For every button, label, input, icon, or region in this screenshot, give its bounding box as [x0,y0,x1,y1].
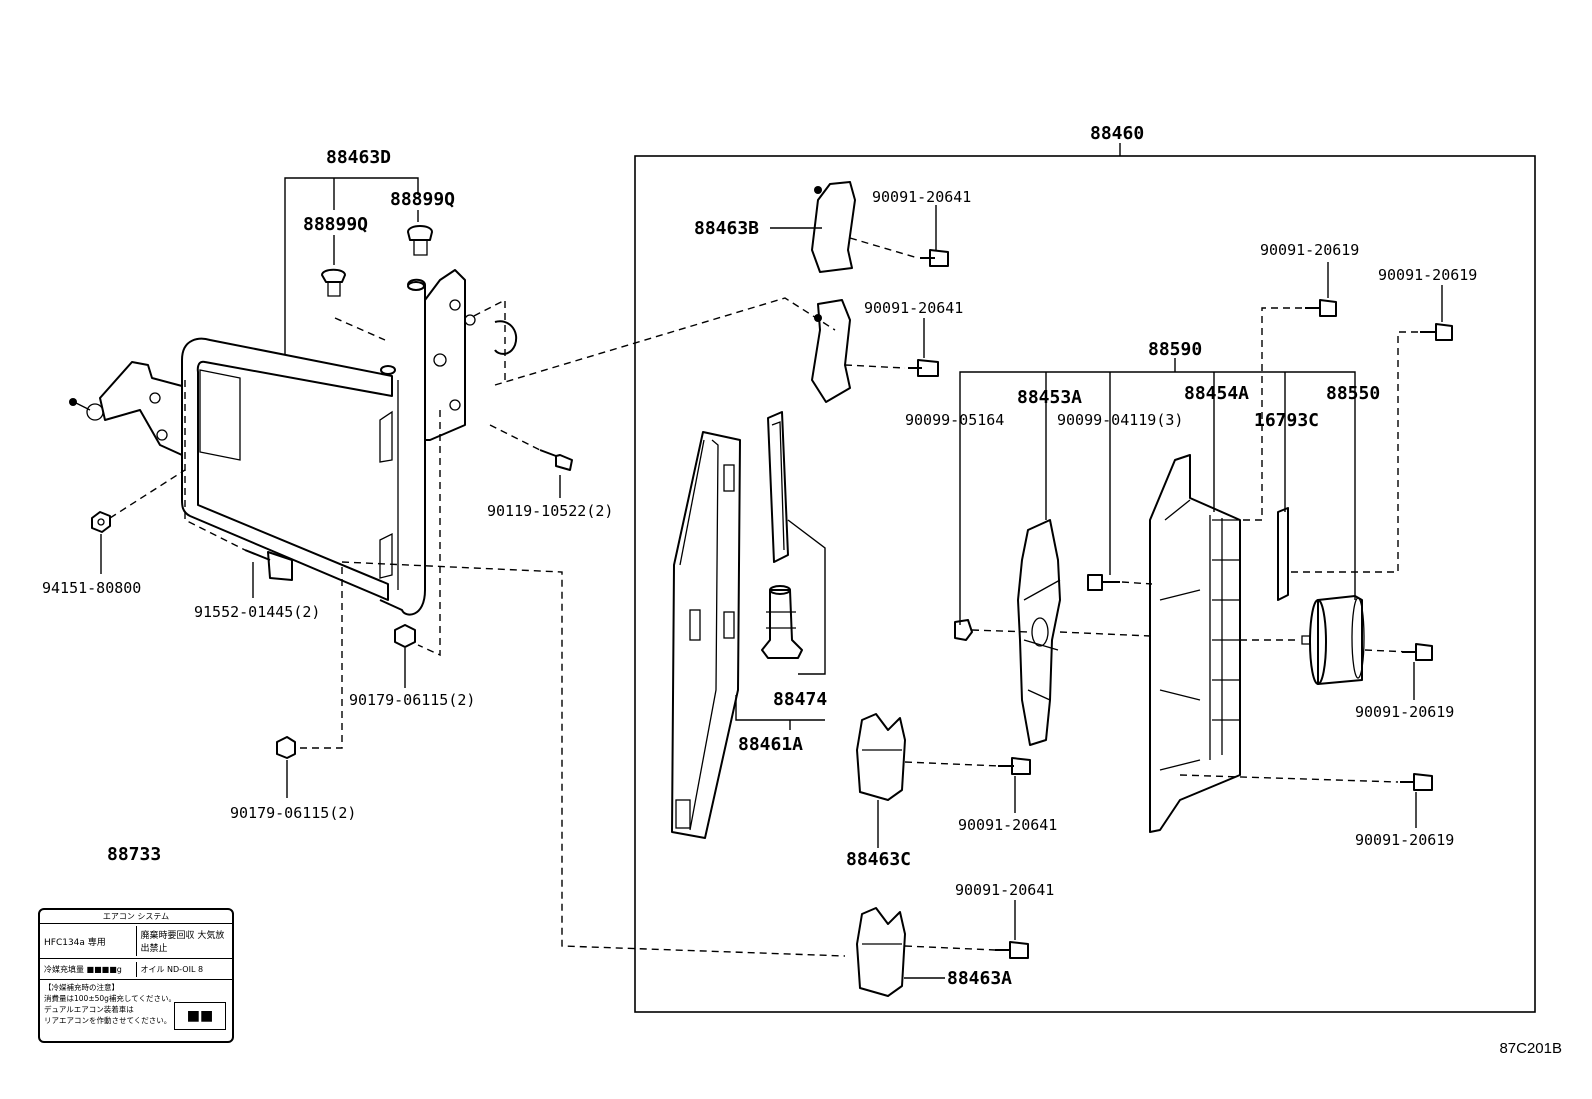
label-90091-20619-c[interactable]: 90091-20619 [1355,703,1454,721]
label-91552-01445[interactable]: 91552-01445(2) [194,603,320,621]
caution-label-88733: エアコン システム HFC134a 専用 廃棄時要回収 大気放出禁止 冷媒充填量… [38,908,234,1043]
bolt-90091-20641-d [995,941,1029,959]
seal-88474 [767,411,789,563]
caution-charge-amount: 冷媒充填量 ■■■■g [44,964,122,974]
label-88463B[interactable]: 88463B [694,218,759,239]
bracket-88463c [856,713,906,801]
label-88453A[interactable]: 88453A [1017,387,1082,408]
bolt-90091-20641-b [908,359,939,377]
shroud-88461a [671,431,741,839]
bracket-88463b [811,181,856,403]
bolt-90119-10522 [539,449,573,471]
caution-notes: 【冷媒補充時の注意】 消費量は100±50g補充してください。 デュアルエアコン… [40,980,232,1036]
caution-notes-title: 【冷媒補充時の注意】 [44,983,119,992]
screw-90091-20619-a [1305,299,1337,317]
label-88474[interactable]: 88474 [773,689,827,710]
label-90179-06115-lower[interactable]: 90179-06115(2) [230,804,356,822]
label-90099-04119[interactable]: 90099-04119(3) [1057,411,1183,429]
label-88899Q-right[interactable]: 88899Q [390,189,455,210]
label-88461A[interactable]: 88461A [738,734,803,755]
condenser-assembly [69,269,518,616]
bracket-88463a [856,907,906,997]
label-88899Q-left[interactable]: 88899Q [303,214,368,235]
caution-mark: ■■ [174,1002,226,1030]
label-90091-20641-d[interactable]: 90091-20641 [955,881,1054,899]
label-90091-20619-d[interactable]: 90091-20619 [1355,831,1454,849]
caution-recovery: 廃棄時要回収 大気放出禁止 [135,926,233,956]
bolt-90099-04119 [1087,574,1120,591]
caution-header: エアコン システム [40,910,232,924]
resistor-16793c [1277,507,1289,601]
label-16793C[interactable]: 16793C [1254,410,1319,431]
bolt-91552-01445 [244,549,293,581]
label-88460[interactable]: 88460 [1090,123,1144,144]
cushion-88899q-left [321,268,346,297]
label-90091-20641-b[interactable]: 90091-20641 [864,299,963,317]
fan-88453a [1017,519,1061,746]
label-88463D[interactable]: 88463D [326,147,391,168]
nut-94151-80800 [91,511,111,533]
caution-note-1: 消費量は100±50g補充してください。 [44,994,176,1003]
nut-90179-06115-upper [394,624,416,648]
bolt-90091-20641-a [920,249,949,267]
diagram-code: 87C201B [1499,1040,1562,1057]
label-88463A[interactable]: 88463A [947,968,1012,989]
screw-90091-20619-c [1402,643,1433,661]
caution-row-refrigerant: HFC134a 専用 廃棄時要回収 大気放出禁止 [40,924,232,959]
caution-note-3: リアエアコンを作動させてください。 [44,1016,172,1025]
motor-88550 [1301,595,1365,685]
label-88550[interactable]: 88550 [1326,383,1380,404]
label-90091-20619-b[interactable]: 90091-20619 [1378,266,1477,284]
label-94151-80800[interactable]: 94151-80800 [42,579,141,597]
bolt-90099-05164 [954,619,973,641]
cushion-88899q-right [407,225,433,256]
bolt-90091-20641-c [998,757,1031,775]
screw-90091-20619-d [1400,773,1433,791]
assembly-88460-box [634,155,1536,1013]
label-90119-10522[interactable]: 90119-10522(2) [487,502,613,520]
label-88733[interactable]: 88733 [107,844,161,865]
caution-refrigerant: HFC134a 専用 [44,937,106,948]
label-88463C[interactable]: 88463C [846,849,911,870]
label-90091-20619-a[interactable]: 90091-20619 [1260,241,1359,259]
label-90091-20641-c[interactable]: 90091-20641 [958,816,1057,834]
caution-row-charge: 冷媒充填量 ■■■■g オイル ND-OIL 8 [40,959,232,980]
label-90091-20641-a[interactable]: 90091-20641 [872,188,971,206]
label-88590[interactable]: 88590 [1148,339,1202,360]
label-88454A[interactable]: 88454A [1184,383,1249,404]
label-90179-06115-upper[interactable]: 90179-06115(2) [349,691,475,709]
fan-shroud-88454a [1149,454,1241,833]
caution-oil: オイル ND-OIL 8 [135,961,233,977]
nut-90179-06115-lower [276,736,296,759]
caution-note-2: デュアルエアコン装着車は [44,1005,134,1014]
screw-90091-20619-b [1420,323,1453,341]
grommet-88474 [761,585,803,659]
label-90099-05164[interactable]: 90099-05164 [905,411,1004,429]
